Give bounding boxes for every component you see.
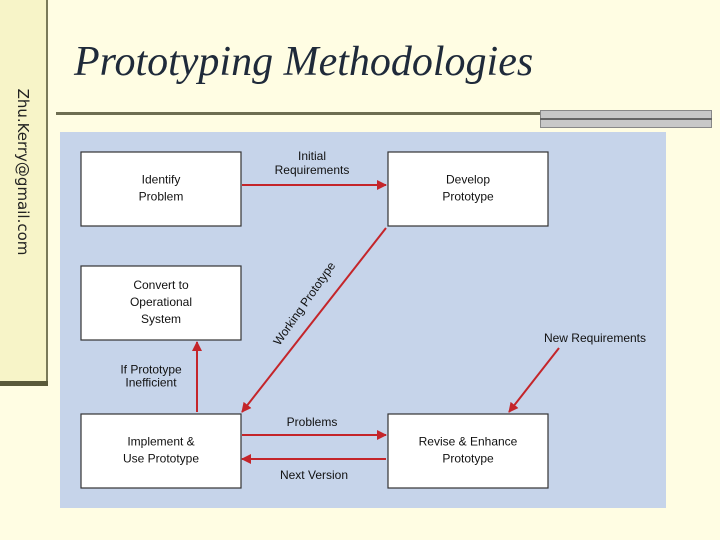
node-box-revise <box>387 413 549 489</box>
node-box-implement <box>80 413 242 489</box>
node-box-convert <box>80 265 242 341</box>
edge-label-initial-requirements: Initial <box>298 149 326 163</box>
node-label-implement: Implement & <box>127 435 194 449</box>
arrow-working-prototype <box>241 227 387 413</box>
sidebar-bottom-rule <box>0 381 48 386</box>
edge-label-next-version: Next Version <box>280 468 348 482</box>
arrow-new-requirements <box>508 347 560 413</box>
edge-label-initial-requirements: Requirements <box>275 163 350 177</box>
node-label-convert: System <box>141 312 181 326</box>
node-label-develop: Prototype <box>442 190 494 204</box>
edge-label-new-requirements: New Requirements <box>544 331 646 345</box>
title-rule-box-line <box>540 118 712 120</box>
node-box-identify <box>80 151 242 227</box>
node-label-revise: Revise & Enhance <box>419 435 518 449</box>
node-label-convert: Operational <box>130 295 192 309</box>
node-label-identify: Problem <box>139 190 184 204</box>
node-label-revise: Prototype <box>442 452 494 466</box>
left-sidebar-band <box>0 0 48 383</box>
edge-label-problems: Problems <box>287 415 338 429</box>
node-box-develop <box>387 151 549 227</box>
edge-label-if-inefficient: If Prototype <box>120 363 182 377</box>
edge-label-if-inefficient: Inefficient <box>125 376 177 390</box>
node-label-convert: Convert to <box>133 278 189 292</box>
slide-title: Prototyping Methodologies <box>74 39 534 85</box>
title-underline <box>56 112 540 115</box>
node-label-develop: Develop <box>446 173 490 187</box>
node-implement: Implement & Use Prototype <box>80 413 242 489</box>
node-label-identify: Identify <box>142 173 181 187</box>
node-label-implement: Use Prototype <box>123 452 199 466</box>
